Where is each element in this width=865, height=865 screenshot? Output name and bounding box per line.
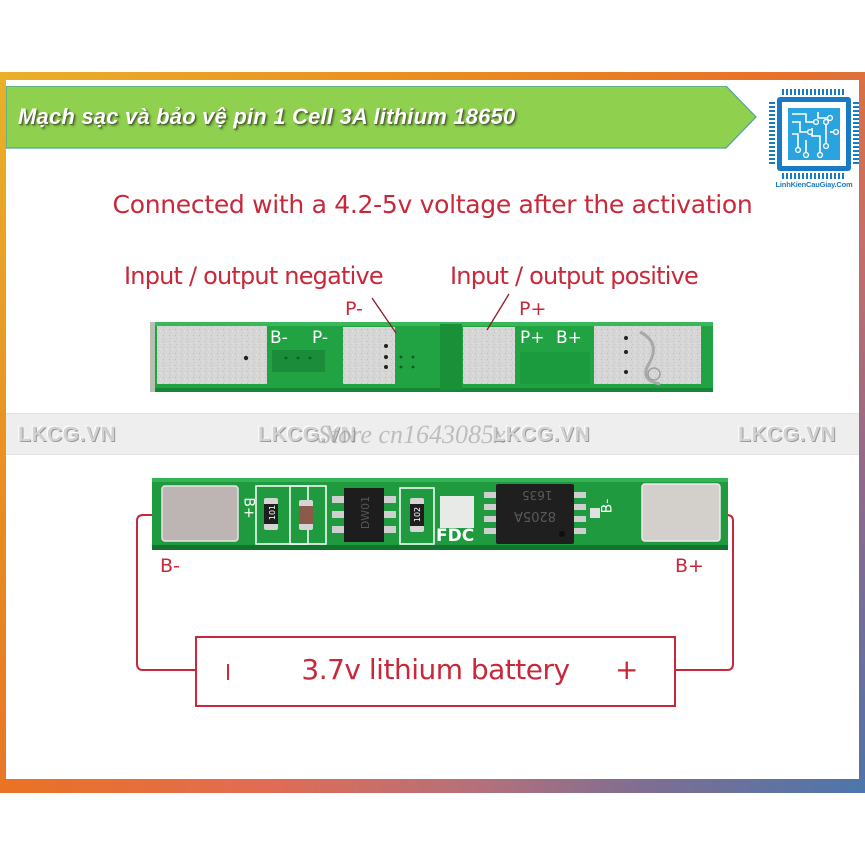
ic-dw01-marking: DW01 bbox=[359, 495, 373, 530]
banner-arrow-shape bbox=[6, 86, 757, 149]
pcb-bottom-view: B+ 101 DW01 102 FDC 1635 8205A B- bbox=[152, 478, 728, 550]
ic-dw01 bbox=[344, 488, 384, 542]
pad-b-plus-bottom bbox=[641, 483, 721, 542]
pad-b-minus bbox=[157, 326, 267, 384]
terminal-label-b-minus: B- bbox=[160, 555, 180, 577]
pcb-top-board bbox=[150, 322, 713, 392]
pad-fdc bbox=[440, 496, 474, 528]
silk-b-minus: B- bbox=[270, 328, 288, 348]
ic-8205a-line2: 8205A bbox=[514, 508, 556, 523]
ic-8205a bbox=[496, 484, 574, 544]
battery-symbol: 3.7v lithium battery + bbox=[195, 636, 676, 707]
wire-negative bbox=[136, 514, 195, 671]
silk-b-minus-right: B- bbox=[599, 498, 616, 514]
pin-label-p-plus: P+ bbox=[519, 298, 547, 320]
watermark-text: LKCG.VN bbox=[738, 423, 836, 446]
silk-p-plus: P+ bbox=[520, 328, 545, 348]
wire-positive bbox=[676, 514, 734, 671]
battery-minus-sign bbox=[227, 664, 229, 680]
activation-heading: Connected with a 4.2-5v voltage after th… bbox=[112, 190, 753, 219]
silk-b-plus-left: B+ bbox=[240, 497, 257, 519]
silk-b-plus: B+ bbox=[556, 328, 582, 348]
watermark-text: LKCG.VN bbox=[258, 423, 356, 446]
silk-fdc: FDC bbox=[436, 526, 475, 546]
battery-plus-sign: + bbox=[615, 653, 639, 686]
circuit-chip-icon bbox=[769, 89, 859, 179]
logo-caption: LinhKienCauGiay.Com bbox=[775, 180, 853, 189]
resistor-101-marking: 101 bbox=[268, 504, 278, 521]
leader-line-positive bbox=[486, 293, 510, 331]
watermark-text: LKCG.VN bbox=[18, 423, 116, 446]
pad-p-plus bbox=[463, 327, 515, 384]
ic-8205a-line1: 1635 bbox=[522, 488, 553, 502]
brand-logo: LinhKienCauGiay.Com bbox=[768, 88, 860, 192]
label-io-positive: Input / output positive bbox=[450, 262, 699, 290]
banner-title: Mạch sạc và bảo vệ pin 1 Cell 3A lithium… bbox=[18, 104, 516, 129]
store-watermark: Store cn1643085x bbox=[318, 420, 506, 449]
label-io-negative: Input / output negative bbox=[124, 262, 384, 290]
pcb-top-view: B- P- P+ B+ bbox=[150, 322, 713, 392]
watermark-band bbox=[6, 413, 859, 455]
battery-label: 3.7v lithium battery bbox=[301, 653, 570, 686]
silk-p-minus: P- bbox=[312, 328, 329, 348]
pcb-bottom-board bbox=[152, 478, 728, 550]
title-banner: Mạch sạc và bảo vệ pin 1 Cell 3A lithium… bbox=[6, 86, 757, 149]
leader-line-negative bbox=[371, 297, 397, 334]
pad-b-minus-bottom bbox=[161, 485, 239, 542]
watermark-text: LKCG.VN bbox=[492, 423, 590, 446]
frame-bottom-border bbox=[0, 779, 865, 793]
resistor-102-marking: 102 bbox=[413, 506, 423, 523]
pin-label-p-minus: P- bbox=[345, 298, 363, 320]
terminal-label-b-plus: B+ bbox=[675, 555, 704, 577]
